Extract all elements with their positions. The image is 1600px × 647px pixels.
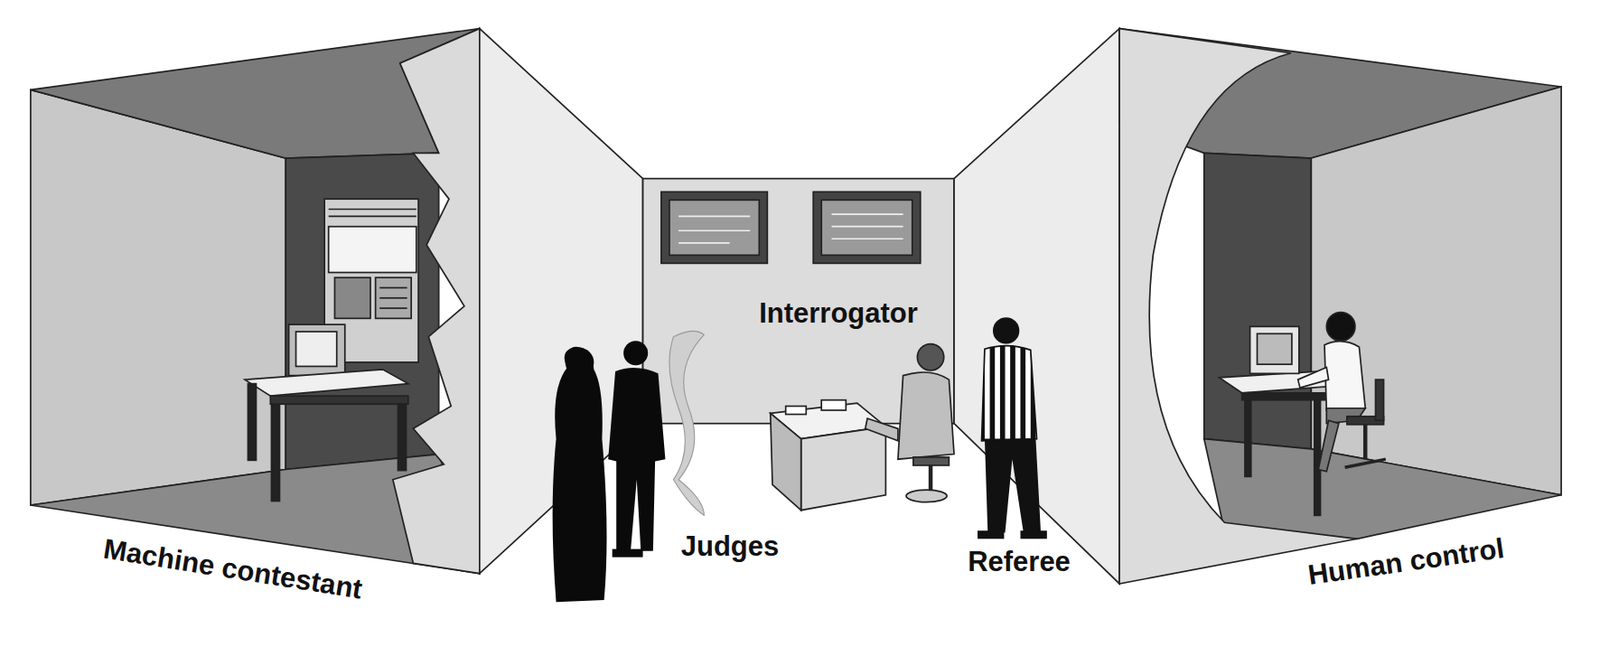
desk-leg xyxy=(271,403,280,501)
monitor-screen xyxy=(1257,333,1292,365)
room-back-wall xyxy=(285,152,439,469)
chair-post xyxy=(928,465,934,492)
picture-line xyxy=(678,229,750,232)
desk-edge xyxy=(1242,392,1339,401)
desk-leg xyxy=(1244,400,1252,478)
rack-panel xyxy=(334,277,371,319)
monitor-screen xyxy=(296,331,337,366)
wall-picture xyxy=(813,191,921,263)
desk-leg xyxy=(247,383,256,461)
picture-inner xyxy=(821,199,913,255)
referee-shirt xyxy=(982,346,1038,441)
referee-head xyxy=(992,317,1020,344)
chair-base xyxy=(906,489,947,503)
judge-figure xyxy=(608,367,665,552)
chair-seat xyxy=(913,457,950,466)
referee-shoe xyxy=(977,530,1004,539)
cutaway-wall xyxy=(1119,28,1357,584)
room-floor xyxy=(1204,439,1562,540)
rack-line xyxy=(379,287,407,290)
human-room xyxy=(1119,28,1562,584)
room-label: Interrogator xyxy=(755,297,922,330)
picture-line xyxy=(832,237,904,240)
judge-figure xyxy=(552,346,608,603)
rack-panel xyxy=(375,277,412,319)
rack-panel xyxy=(328,226,417,273)
desk-side xyxy=(770,412,802,510)
person-body xyxy=(898,372,955,459)
chair-post xyxy=(1363,424,1368,459)
referee-shoe xyxy=(1019,530,1047,539)
desk-papers xyxy=(821,400,846,411)
desk-leg xyxy=(397,403,406,470)
referee-figure xyxy=(977,317,1048,539)
picture-line xyxy=(678,242,730,244)
room-label: Referee xyxy=(963,545,1075,579)
rack-line xyxy=(379,297,407,300)
person-leg xyxy=(1318,420,1339,471)
judge-head xyxy=(623,340,648,365)
desk-papers xyxy=(785,405,807,414)
referee-legs xyxy=(984,439,1041,534)
room-wall xyxy=(1310,86,1562,496)
room-back-wall xyxy=(1204,152,1312,450)
person-arm xyxy=(1298,367,1329,389)
chair-base xyxy=(1345,458,1386,468)
picture-line xyxy=(678,215,750,218)
wall-picture xyxy=(661,191,768,263)
rack-line xyxy=(379,307,407,309)
rack-line xyxy=(328,208,417,211)
computer-monitor xyxy=(1250,326,1300,374)
rack-line xyxy=(328,215,417,218)
partition-wall xyxy=(954,28,1120,584)
room-label: Machine contestant xyxy=(97,532,368,607)
desk-edge xyxy=(270,395,408,404)
judge-feet xyxy=(612,549,644,558)
computer-monitor xyxy=(289,324,346,375)
person-head xyxy=(916,344,944,371)
person-body xyxy=(1324,341,1366,411)
picture-inner xyxy=(669,199,759,255)
room-label: Judges xyxy=(677,530,784,563)
desk-leg xyxy=(1314,397,1321,515)
desk-top xyxy=(244,369,409,396)
person-head xyxy=(1326,312,1356,342)
room-wall xyxy=(30,89,286,506)
picture-line xyxy=(832,225,904,228)
desk-front xyxy=(801,426,887,511)
picture-line xyxy=(832,213,904,216)
paper-scroll xyxy=(669,330,704,515)
chair-back xyxy=(1375,379,1385,421)
room-label: Human control xyxy=(1301,531,1510,592)
machine-room xyxy=(30,28,480,574)
person-arm xyxy=(865,418,899,441)
